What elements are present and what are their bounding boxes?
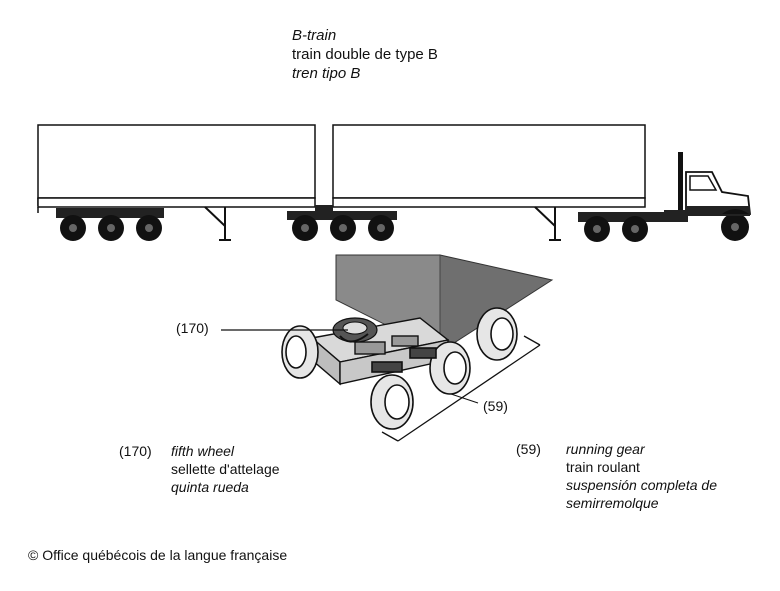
rear-trailer (37, 124, 316, 213)
detail-wheels (281, 307, 518, 430)
legend-running-gear-spanish-line2: semirremolque (566, 495, 659, 511)
lead-trailer-bogie (287, 205, 397, 241)
title-block: B-train train double de type B tren tipo… (292, 26, 438, 83)
legend-running-gear-french: train roulant (566, 459, 640, 475)
legend-fifth-wheel: (170) fifth wheel sellette d'attelage qu… (119, 442, 319, 502)
copyright-notice: © Office québécois de la langue français… (28, 547, 288, 563)
front-trailer (332, 124, 646, 208)
title-french: train double de type B (292, 46, 438, 63)
legend-running-gear-spanish-line1: suspensión completa de (566, 477, 717, 493)
legend-fifth-wheel-english: fifth wheel (171, 443, 235, 459)
rear-trailer-bogie (56, 208, 164, 241)
legend-running-gear-english: running gear (566, 441, 645, 457)
running-gear-callout: (59) (483, 398, 508, 414)
legend-fifth-wheel-number: (170) (119, 443, 152, 459)
detail-fifth-wheel (332, 317, 378, 343)
tractor (578, 152, 752, 242)
legend-running-gear-number: (59) (516, 441, 541, 457)
landing-gear (204, 206, 561, 241)
title-english: B-train (292, 27, 337, 44)
legend-fifth-wheel-spanish: quinta rueda (171, 479, 249, 495)
fifth-wheel-callout: (170) (176, 320, 209, 336)
legend-running-gear: (59) running gear train roulant suspensi… (516, 440, 766, 520)
title-spanish: tren tipo B (292, 65, 361, 82)
legend-fifth-wheel-french: sellette d'attelage (171, 461, 280, 477)
